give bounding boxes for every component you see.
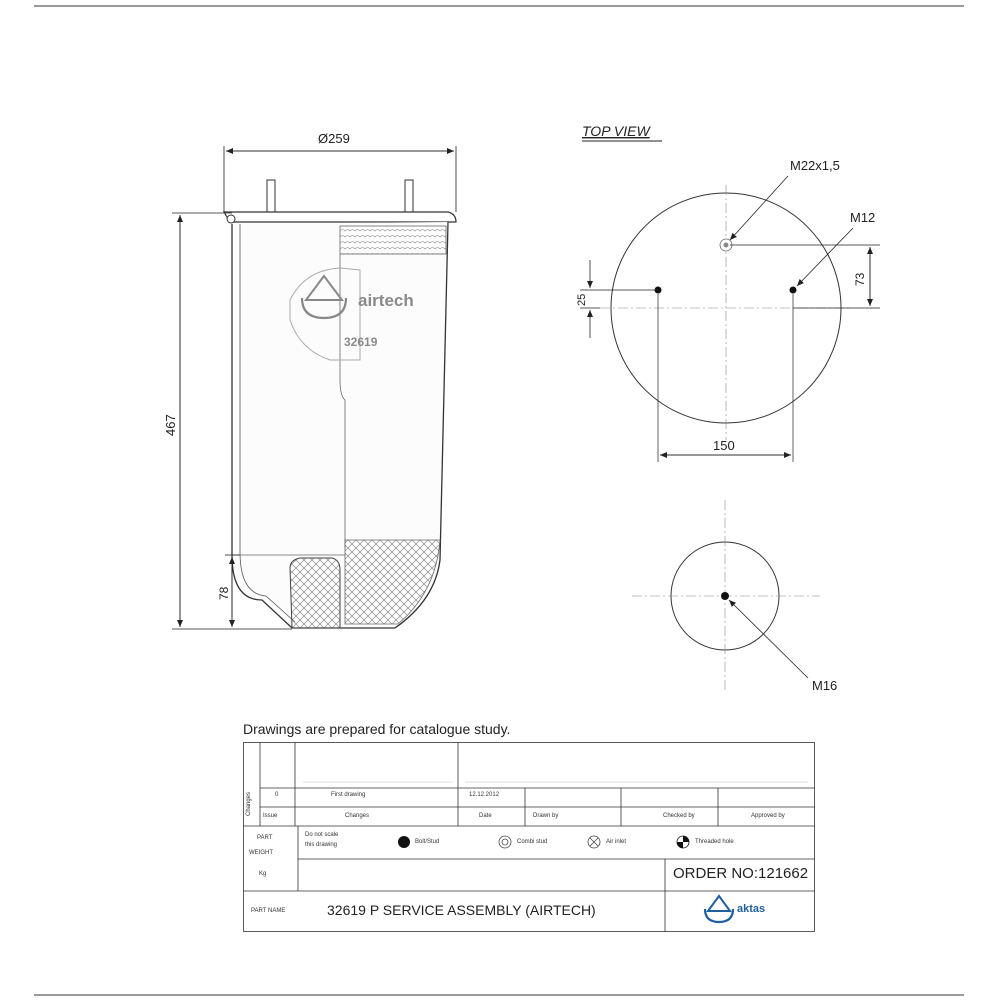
threaded-hole-symbol — [676, 835, 690, 849]
air-inlet-dot — [723, 242, 729, 248]
technical-drawing: airtech 32619 Ø259 467 78 TOP VIEW M22x1… — [163, 123, 880, 693]
order-number: ORDER NO:121662 — [673, 865, 809, 882]
upper-rib-band — [339, 225, 447, 255]
bottom-border-line — [34, 994, 964, 996]
bottom-bolt-hole — [721, 592, 729, 600]
part-name: 32619 P SERVICE ASSEMBLY (AIRTECH) — [327, 902, 596, 918]
part-name-label: PART NAME — [251, 908, 286, 914]
revision-number: 0 — [275, 792, 279, 798]
top-plate — [222, 211, 457, 223]
bolt-label-m12: M12 — [850, 210, 875, 225]
thread-label-m22: M22x1,5 — [790, 158, 840, 173]
header-changes: Changes — [345, 813, 370, 819]
top-view-title: TOP VIEW — [582, 123, 651, 139]
bolt-spacing-dimension: 150 — [713, 438, 735, 453]
changes-vertical-label: Changes — [246, 791, 252, 816]
brand-text: airtech — [358, 291, 414, 310]
aktas-logo-text: aktas — [737, 903, 766, 915]
legend-bolt-stud: Bolt/Stud — [415, 839, 440, 845]
diameter-dimension: Ø259 — [318, 131, 350, 146]
legend-threaded-hole: Threaded hole — [695, 839, 734, 845]
airtech-logo-icon — [300, 274, 348, 320]
combi-stud-symbol — [498, 835, 512, 849]
header-drawn-by: Drawn by — [533, 813, 559, 819]
bolt-label-m16: M16 — [812, 678, 837, 693]
bottom-view: M16 — [632, 500, 837, 693]
legend-combi-stud: Combi stud — [517, 839, 548, 845]
scale-note-line-2: this drawing — [305, 842, 338, 848]
legend-air-inlet: Air inlet — [606, 839, 627, 845]
height-dimension: 467 — [163, 414, 178, 436]
top-border-line — [34, 5, 964, 7]
header-date: Date — [479, 813, 492, 819]
offset-dimension-73: 73 — [853, 272, 867, 286]
lower-hatch-band — [344, 539, 441, 625]
catalogue-note: Drawings are prepared for catalogue stud… — [243, 721, 511, 737]
bolt-stud-symbol — [398, 836, 410, 848]
weight-label: WEIGHT — [249, 850, 273, 856]
part-code-emboss: 32619 — [344, 335, 378, 349]
title-block: Changes 0 First drawing 12.12.2012 Issue… — [243, 742, 815, 932]
scale-note-line-1: Do not scale — [305, 832, 339, 838]
logo-emboss — [289, 267, 361, 361]
bellow-outline — [231, 221, 449, 629]
first-drawing-label: First drawing — [331, 792, 366, 798]
crimp-ring — [226, 214, 236, 224]
stud-left — [266, 179, 276, 217]
lower-height-dimension: 78 — [217, 586, 231, 600]
air-inlet-symbol — [587, 835, 601, 849]
offset-dimension-25: 25 — [576, 294, 588, 306]
header-checked-by: Checked by — [663, 813, 695, 819]
title-block-grid — [243, 742, 815, 932]
stud-right — [404, 179, 414, 217]
stud-hole-right — [789, 286, 797, 294]
part-label: PART — [257, 835, 273, 841]
header-approved-by: Approved by — [751, 813, 785, 819]
piston — [289, 557, 341, 629]
header-issue: Issue — [263, 813, 278, 819]
first-drawing-date: 12.12.2012 — [469, 792, 500, 798]
top-view: TOP VIEW M22x1,5 M12 25 73 150 — [576, 123, 880, 462]
side-view: airtech 32619 Ø259 467 78 — [163, 131, 457, 630]
weight-unit: Kg — [259, 871, 267, 877]
aktas-logo-icon — [703, 894, 735, 924]
